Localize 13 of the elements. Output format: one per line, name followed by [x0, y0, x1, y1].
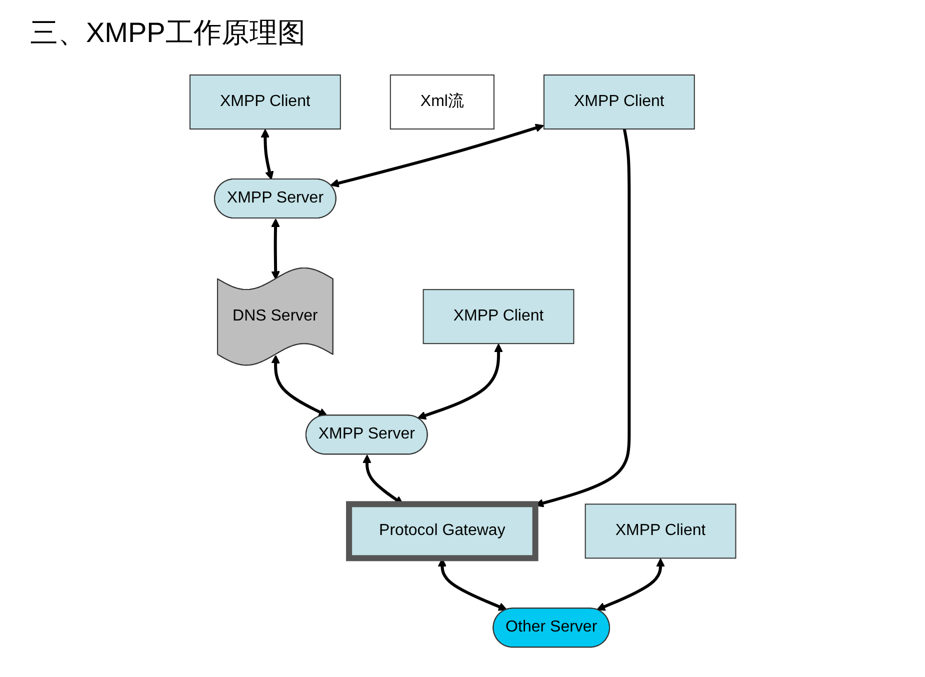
node-box: XMPP Client: [584, 504, 736, 559]
arrow: [270, 354, 328, 416]
arrow: [416, 344, 503, 420]
arrow: [260, 128, 274, 180]
node-box: XMPP Client: [189, 74, 341, 130]
node-box: XMPP Client: [543, 74, 694, 130]
arrow: [596, 558, 665, 611]
node-box: Protocol Gateway: [346, 501, 538, 562]
arrow: [270, 218, 280, 280]
node-box: Xml流: [390, 74, 494, 130]
node-box: XMPP Client: [422, 289, 574, 344]
arrow: [330, 124, 544, 188]
diagram-title: 三、XMPP工作原理图: [29, 16, 306, 50]
